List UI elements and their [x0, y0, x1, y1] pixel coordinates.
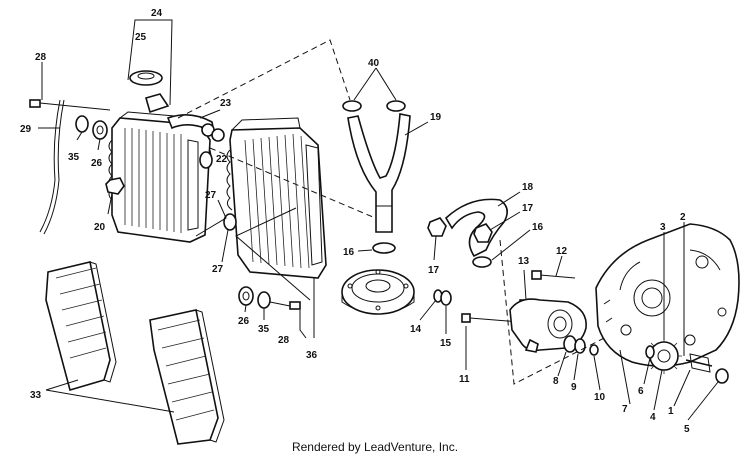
label-9: 9: [571, 382, 577, 393]
clamp-17b: [473, 223, 493, 243]
dashed-leader-pump: [499, 239, 621, 385]
label-28: 28: [278, 335, 290, 346]
pump-washer-10: [589, 344, 599, 356]
label-17: 17: [522, 203, 534, 214]
label-1: 1: [668, 406, 674, 417]
label-16: 16: [532, 222, 544, 233]
washer-bottom: [238, 286, 254, 306]
clamp-16a: [372, 242, 396, 254]
radiator-guard-left: [45, 261, 117, 391]
right-radiator: [226, 117, 327, 279]
washer-top: [92, 120, 108, 140]
overflow-hose: [39, 99, 61, 233]
seal-6: [645, 345, 655, 359]
render-credit: Rendered by LeadVenture, Inc.: [291, 440, 459, 454]
label-40: 40: [368, 58, 380, 69]
label-27: 27: [212, 264, 224, 275]
label-35: 35: [68, 152, 80, 163]
label-6: 6: [638, 386, 644, 397]
pump-shaft: [685, 353, 713, 373]
label-15: 15: [440, 338, 452, 349]
washer-15: [440, 290, 452, 306]
cylinder-head: [341, 269, 415, 315]
radiator-cap: [129, 70, 163, 86]
bolt-bottom: [269, 301, 301, 310]
clamp-17a: [427, 217, 447, 237]
grommet-27a: [199, 151, 213, 169]
label-26: 26: [238, 316, 250, 327]
label-35: 35: [258, 324, 270, 335]
label-28: 28: [35, 52, 47, 63]
label-13: 13: [518, 256, 530, 267]
clamp-16b: [472, 256, 492, 268]
clamp-40b: [386, 100, 406, 112]
label-25: 25: [135, 32, 147, 43]
dashed-leader-upper: [177, 39, 351, 119]
left-radiator-fins: [124, 128, 182, 233]
label-20: 20: [94, 222, 106, 233]
radiator-guard-right: [149, 309, 225, 445]
left-radiator: [108, 111, 211, 243]
y-hose: [347, 113, 411, 233]
grommet-bottom: [257, 291, 271, 309]
label-18: 18: [522, 182, 534, 193]
label-11: 11: [459, 374, 470, 385]
label-29: 29: [20, 124, 32, 135]
crankcase-cover: [595, 223, 740, 367]
label-33: 33: [30, 390, 42, 401]
clamp-40a: [342, 100, 362, 112]
grommet-27b: [223, 213, 237, 231]
pump-seal-9: [574, 338, 586, 354]
label-14: 14: [410, 324, 422, 335]
label-8: 8: [553, 376, 559, 387]
label-16: 16: [343, 247, 355, 258]
label-36: 36: [306, 350, 318, 361]
washer-5: [715, 368, 729, 384]
label-10: 10: [594, 392, 606, 403]
pump-seal-8: [563, 335, 577, 353]
dashed-leader-lower: [209, 147, 381, 221]
label-23: 23: [220, 98, 232, 109]
label-19: 19: [430, 112, 442, 123]
bolt-top-left: [29, 99, 111, 111]
filler-neck: [145, 93, 170, 114]
label-5: 5: [684, 424, 690, 435]
label-7: 7: [622, 404, 628, 415]
label-3: 3: [660, 222, 666, 233]
label-24: 24: [151, 8, 163, 19]
label-4: 4: [650, 412, 656, 423]
label-26: 26: [91, 158, 103, 169]
label-17: 17: [428, 265, 440, 276]
bolt-12: [531, 270, 576, 280]
clamp-22b: [211, 128, 225, 142]
nut-20: [105, 177, 125, 195]
grommet-top: [75, 115, 89, 133]
label-2: 2: [680, 212, 686, 223]
label-22: 22: [216, 154, 228, 165]
part-labels: 24 25 28 29 35 26 23 22 27 20 40 19 27 2…: [20, 8, 690, 435]
label-27: 27: [205, 190, 217, 201]
label-12: 12: [556, 246, 568, 257]
